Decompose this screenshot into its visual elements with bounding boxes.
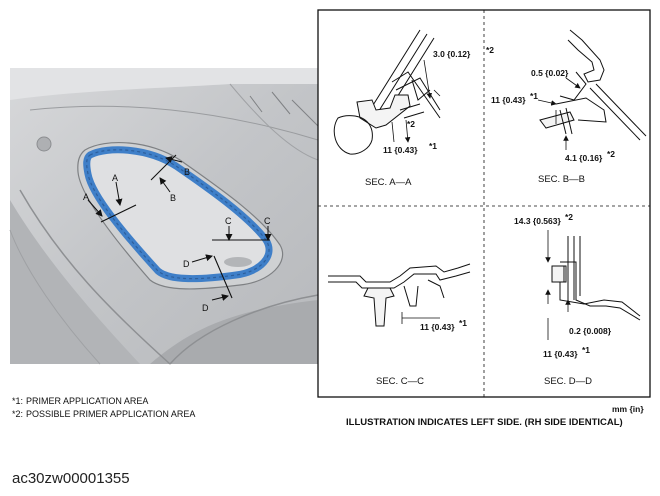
legend-mark-2: *2: [12,409,23,419]
marker-d2: D [202,303,209,313]
sec-b-dim-left: 11 {0.43} [491,95,526,105]
marker-a1: A [83,192,89,202]
sec-c-dim-sup: *1 [459,318,467,328]
section-d-dims [545,230,571,340]
sec-d-title: SEC. D—D [544,376,592,387]
sec-b-title: SEC. B—B [538,174,585,185]
sec-c-dim: 11 {0.43} [420,322,455,332]
sec-a-title: SEC. A—A [365,177,412,188]
sec-a-dim-bottom: 11 {0.43} [383,145,418,155]
sec-a-dim-mid: *2 [407,119,415,129]
marker-b2: B [170,193,176,203]
legend-mark-1: *1: [12,396,23,406]
sec-b-dim-bottom: 4.1 {0.16} [565,153,603,163]
sec-d-dim-bottom: 11 {0.43} [543,349,578,359]
sec-d-dim-top: 14.3 {0.563} [514,216,561,226]
section-b-dims [537,77,581,150]
section-markers: A A B B C C D D [83,167,271,313]
marker-a2: A [112,173,118,183]
sec-a-dim-top: 3.0 {0.12} [433,49,471,59]
sec-d-dim-top-sup: *2 [565,212,573,222]
sec-d-dim-mid: 0.2 {0.008} [569,326,612,336]
sec-b-dim-left-sup: *1 [530,91,538,101]
legend-text-2: POSSIBLE PRIMER APPLICATION AREA [26,409,195,419]
legend-text-1: PRIMER APPLICATION AREA [26,396,148,406]
section-a-drawing [333,29,441,155]
legend: *1: PRIMER APPLICATION AREA *2: POSSIBLE… [12,396,195,419]
sec-c-title: SEC. C—C [376,376,424,387]
section-d-drawing [551,236,641,321]
sec-a-dim-bottom-sup: *1 [429,141,437,151]
sec-b-dim-bottom-sup: *2 [607,149,615,159]
marker-c1: C [225,216,232,226]
marker-d1: D [183,259,190,269]
sec-d-dim-bottom-sup: *1 [582,345,590,355]
units-label: mm {in} [612,404,644,414]
section-c-drawing [328,263,471,327]
section-b-drawing [539,29,647,141]
sec-b-dim-top: 0.5 {0.02} [531,68,569,78]
marker-c2: C [264,216,271,226]
document-id: ac30zw00001355 [12,470,130,487]
vehicle-photo [9,68,319,365]
section-a-dims [391,59,441,143]
orientation-note: ILLUSTRATION INDICATES LEFT SIDE. (RH SI… [346,417,623,428]
section-c-dims [401,312,440,324]
sec-a-dim-top-sup: *2 [486,45,494,55]
marker-b1: B [184,167,190,177]
